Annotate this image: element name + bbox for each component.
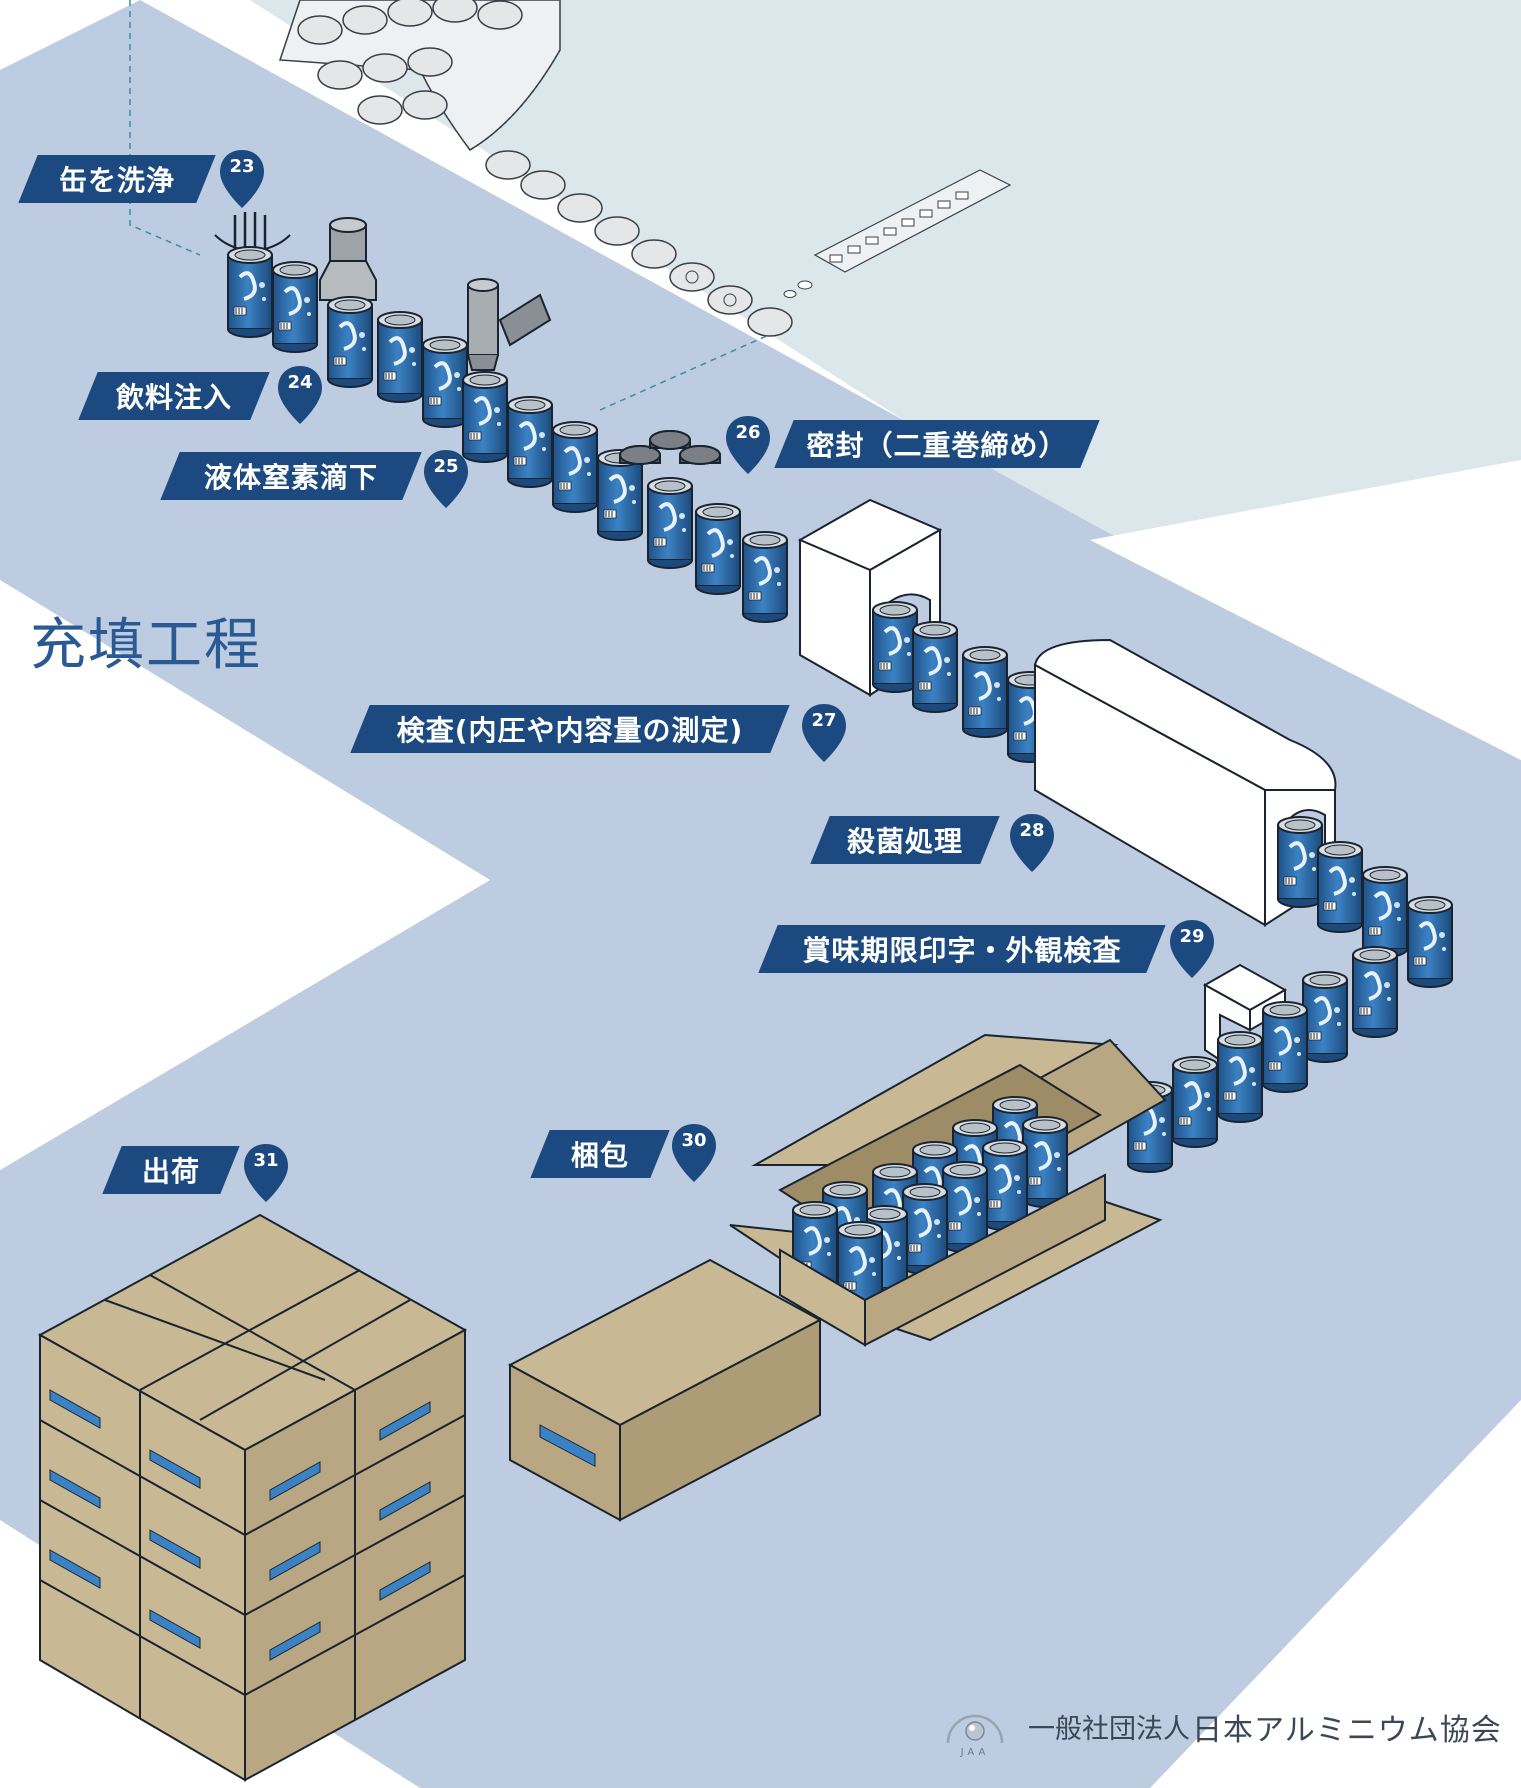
step-pin-25: 25 xyxy=(422,448,470,510)
step-label-27: 検査(内圧や内容量の測定) xyxy=(360,705,780,753)
step-label-28: 殺菌処理 xyxy=(820,816,990,864)
step-pin-29: 29 xyxy=(1168,918,1216,980)
step-label-25: 液体窒素滴下 xyxy=(170,452,412,500)
pallet-stack xyxy=(37,1213,468,1782)
step-number: 24 xyxy=(287,372,313,393)
step-number: 25 xyxy=(433,456,459,477)
step-number: 29 xyxy=(1179,926,1205,947)
step-pin-26: 26 xyxy=(724,414,772,476)
step-pin-30: 30 xyxy=(670,1122,718,1184)
white-notch xyxy=(0,580,490,1170)
logo-abbr: JAA xyxy=(960,1747,990,1758)
step-pin-27: 27 xyxy=(800,702,848,764)
location-pin-icon xyxy=(244,1144,288,1202)
section-title: 充填工程 xyxy=(30,613,262,678)
nitrogen-dropper xyxy=(467,278,552,371)
location-pin-icon xyxy=(672,1124,716,1182)
location-pin-icon xyxy=(1170,920,1214,978)
closed-case xyxy=(507,1258,823,1522)
step-label-30: 梱包 xyxy=(540,1130,660,1178)
jaa-logo-icon xyxy=(946,1714,1004,1744)
step-pin-23: 23 xyxy=(218,148,266,210)
step-number: 30 xyxy=(681,1130,707,1151)
step-pin-24: 24 xyxy=(276,364,324,426)
location-pin-icon xyxy=(278,366,322,424)
open-case xyxy=(729,1033,1167,1347)
filling-nozzle xyxy=(319,217,377,301)
step-pin-31: 31 xyxy=(242,1142,290,1204)
step-pin-28: 28 xyxy=(1008,812,1056,874)
step-label-23: 缶を洗浄 xyxy=(28,155,206,203)
step-label-29: 賞味期限印字・外観検査 xyxy=(768,925,1156,973)
step-number: 28 xyxy=(1019,820,1045,841)
step-label-24: 飲料注入 xyxy=(88,372,260,420)
step-number: 31 xyxy=(253,1150,279,1171)
upper-band xyxy=(0,0,1521,540)
tab-strip xyxy=(783,169,1012,298)
location-pin-icon xyxy=(726,416,770,474)
location-pin-icon xyxy=(802,704,846,762)
lid-sheet xyxy=(278,0,561,151)
logo-org-name: 日本アルミニウム協会 xyxy=(1192,1713,1502,1748)
upper-right-white xyxy=(1090,460,1521,760)
step-number: 26 xyxy=(735,422,761,443)
step-number: 23 xyxy=(229,156,255,177)
location-pin-icon xyxy=(220,150,264,208)
washing-station xyxy=(214,212,291,339)
location-pin-icon xyxy=(1010,814,1054,872)
logo-org-type: 一般社団法人 xyxy=(1028,1714,1190,1745)
lid-formation xyxy=(485,150,793,337)
guide-line-23 xyxy=(129,0,201,256)
step-label-31: 出荷 xyxy=(112,1146,230,1194)
location-pin-icon xyxy=(424,450,468,508)
step-number: 27 xyxy=(811,710,837,731)
step-label-26: 密封（二重巻締め） xyxy=(784,420,1090,468)
